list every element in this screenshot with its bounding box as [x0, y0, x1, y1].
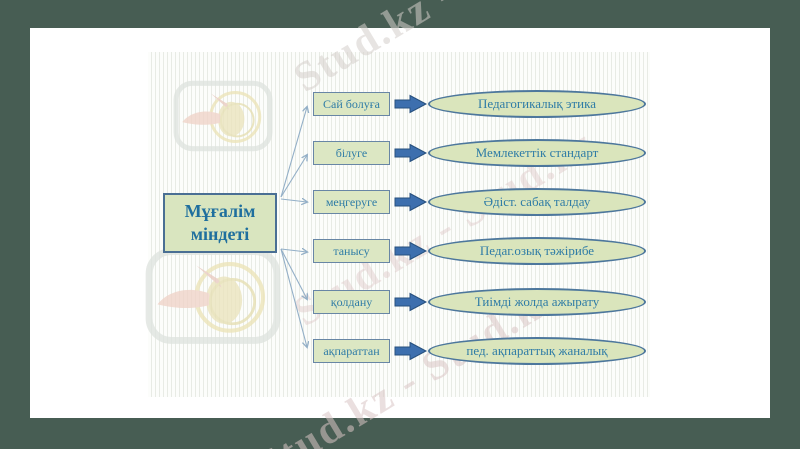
- node-ellipse: Педаг.озық тәжірибе: [428, 237, 646, 265]
- node-ellipse: пед. ақпараттық жаналық: [428, 337, 646, 365]
- node-box: танысу: [313, 239, 390, 263]
- node-box: қолдану: [313, 290, 390, 314]
- node-ellipse: Тиімді жолда ажырату: [428, 288, 646, 316]
- node-box: меңгеруге: [313, 190, 390, 214]
- node-ellipse: Мемлекеттік стандарт: [428, 139, 646, 167]
- node-box: ақпараттан: [313, 339, 390, 363]
- node-box: Сай болуға: [313, 92, 390, 116]
- node-ellipse: Әдіст. сабақ талдау: [428, 188, 646, 216]
- node-box: білуге: [313, 141, 390, 165]
- root-node: Мұғалім міндеті: [163, 193, 277, 253]
- node-ellipse: Педагогикалық этика: [428, 90, 646, 118]
